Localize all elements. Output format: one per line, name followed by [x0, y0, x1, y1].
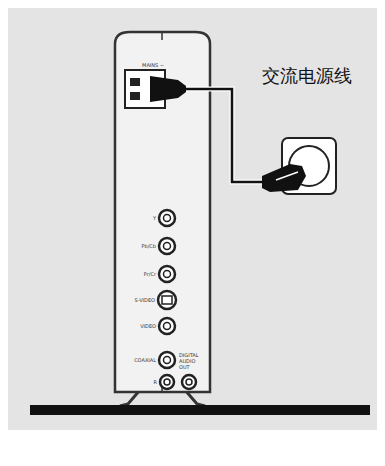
ground-bar — [30, 405, 370, 415]
device-plug — [150, 76, 186, 102]
cord-label: 交流电源线 — [262, 64, 352, 88]
port-label: Y — [153, 215, 156, 221]
device-body — [115, 32, 210, 392]
port-label: MAINS ~ — [142, 62, 164, 68]
port-label: COAXIAL — [134, 357, 156, 363]
port-label: VIDEO — [140, 323, 156, 329]
port-label: DIGITAL AUDIO OUT — [179, 352, 205, 370]
port-label: Pb/Cb — [141, 243, 156, 249]
port-label: S-VIDEO — [134, 297, 155, 303]
background-panel — [8, 8, 377, 430]
port-label: Pr/Cr — [144, 271, 156, 277]
port-label: R — [154, 379, 157, 385]
wall-plug — [262, 164, 306, 192]
power-cord — [186, 89, 262, 182]
